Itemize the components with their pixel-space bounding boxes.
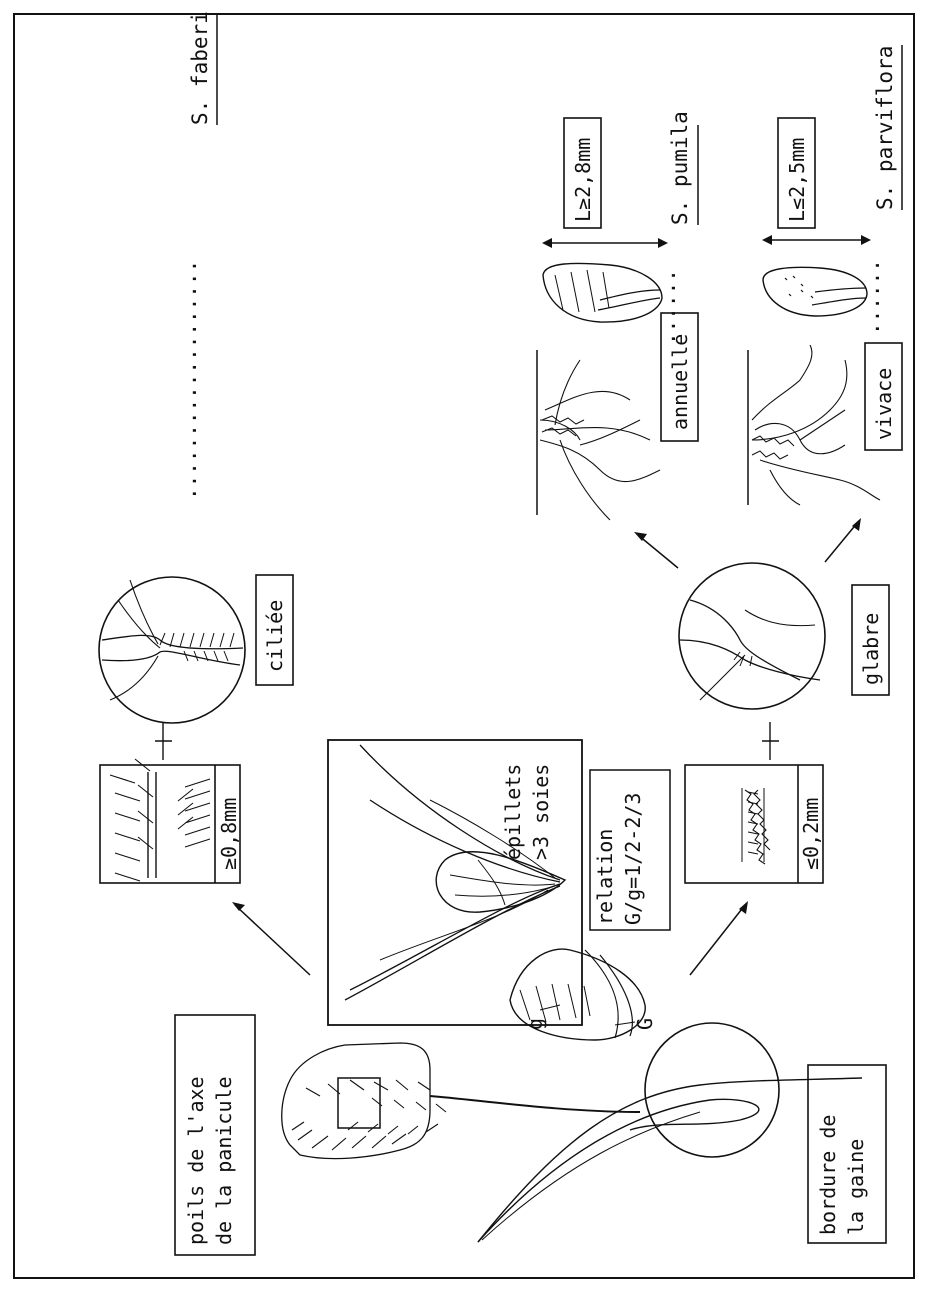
bordure-line2: la gaine bbox=[844, 1139, 868, 1235]
length-pumila: L≥2,8mm bbox=[542, 118, 668, 248]
bordure-line1: bordure de bbox=[816, 1115, 840, 1235]
parviflora-spikelet-illustration bbox=[763, 267, 867, 316]
glume-g-big: G bbox=[633, 1018, 657, 1030]
hair-short-label: ≤0,2mm bbox=[799, 798, 823, 870]
dots-parviflora: ...... bbox=[860, 259, 884, 335]
species-faberi-name: S. faberi bbox=[188, 11, 212, 125]
sheath-magnifier-circle bbox=[645, 1023, 779, 1157]
relation-line1: relation bbox=[593, 829, 617, 925]
label-ciliee: ciliée bbox=[256, 575, 293, 685]
glabre-text: glabre bbox=[859, 613, 883, 685]
len-pumila-text: L≥2,8mm bbox=[571, 138, 595, 222]
arrow-to-annuelle bbox=[634, 532, 678, 568]
species-pumila: S. pumila bbox=[668, 111, 698, 225]
vivace-text: vivace bbox=[872, 368, 896, 440]
epillets-line1: épillets bbox=[501, 764, 525, 860]
label-glabre: glabre bbox=[852, 585, 889, 695]
short-hairs-box: ≤0,2mm bbox=[685, 765, 823, 883]
glabrous-sheath-circle bbox=[679, 563, 825, 709]
glume-illustration: g G bbox=[510, 949, 657, 1040]
dots-pumila: ...... bbox=[656, 269, 680, 345]
arrow-to-long-hairs bbox=[232, 902, 310, 975]
label-epillets: épillets >3 soies bbox=[501, 764, 553, 860]
ciliee-text: ciliée bbox=[263, 600, 287, 672]
annual-roots-illustration bbox=[537, 350, 660, 520]
arrow-to-vivace bbox=[825, 518, 861, 562]
leaf-sheath-illustration bbox=[478, 1023, 862, 1242]
glume-g-small: g bbox=[523, 1018, 547, 1030]
relation-line2: G/g=1/2-2/3 bbox=[621, 793, 645, 925]
species-parviflora: S. parviflora bbox=[873, 45, 902, 210]
epillets-line2: >3 soies bbox=[529, 764, 553, 860]
dots-faberi: ................... bbox=[177, 260, 201, 500]
plus-sign-lower bbox=[762, 722, 779, 760]
label-relation: relation G/g=1/2-2/3 bbox=[590, 770, 670, 930]
label-bordure-gaine: bordure de la gaine bbox=[808, 1065, 886, 1243]
poils-line1: poils de l'axe bbox=[184, 1076, 208, 1245]
plus-sign-upper bbox=[155, 722, 172, 760]
arrow-to-short-hairs bbox=[690, 901, 748, 975]
long-hairs-box: ≥0,8mm bbox=[100, 759, 241, 883]
poils-line2: de la panicule bbox=[212, 1076, 236, 1245]
length-parviflora: L≤2,5mm bbox=[762, 118, 871, 245]
len-parviflora-text: L≤2,5mm bbox=[785, 138, 809, 222]
ciliate-sheath-circle bbox=[99, 577, 245, 723]
pumila-spikelet-illustration bbox=[543, 263, 662, 322]
species-pumila-name: S. pumila bbox=[668, 111, 692, 225]
panicle-illustration bbox=[282, 1043, 640, 1159]
species-faberi: S. faberi bbox=[188, 11, 217, 125]
label-poils-axe-panicule: poils de l'axe de la panicule bbox=[175, 1015, 255, 1255]
annuelle-text: annuelle bbox=[668, 334, 692, 430]
species-parviflora-name: S. parviflora bbox=[873, 46, 897, 210]
hair-long-label: ≥0,8mm bbox=[217, 798, 241, 870]
label-vivace: vivace bbox=[865, 343, 902, 450]
perennial-roots-illustration bbox=[748, 345, 880, 505]
